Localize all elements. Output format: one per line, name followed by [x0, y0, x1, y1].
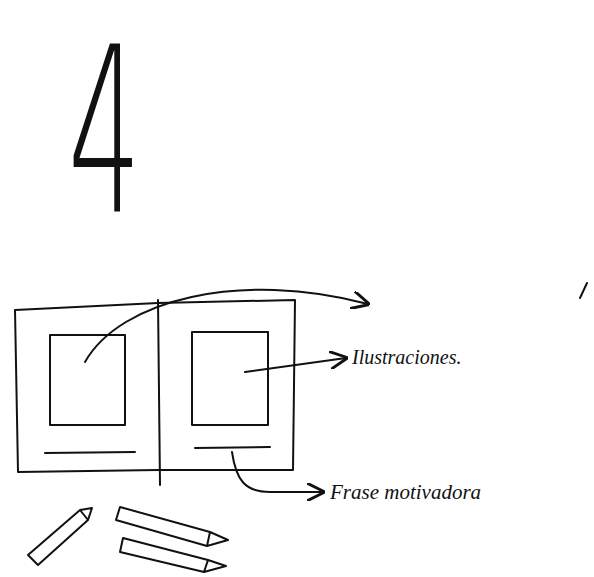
book-spine	[158, 300, 160, 485]
leader-arrow	[85, 290, 368, 362]
pencil	[120, 538, 226, 572]
leader-arrow	[232, 452, 323, 492]
leader-arrow	[245, 358, 346, 372]
illustration-frame	[50, 335, 125, 425]
page-number: 4	[68, 18, 141, 248]
book-outline	[15, 300, 295, 472]
stray-mark	[580, 283, 587, 298]
illustration-frame	[192, 332, 268, 425]
phrase-line	[195, 447, 270, 448]
pencil	[28, 508, 92, 565]
callout-label: Frase motivadora	[330, 482, 481, 503]
callout-label: Ilustraciones.	[352, 347, 461, 367]
phrase-line	[45, 452, 135, 453]
